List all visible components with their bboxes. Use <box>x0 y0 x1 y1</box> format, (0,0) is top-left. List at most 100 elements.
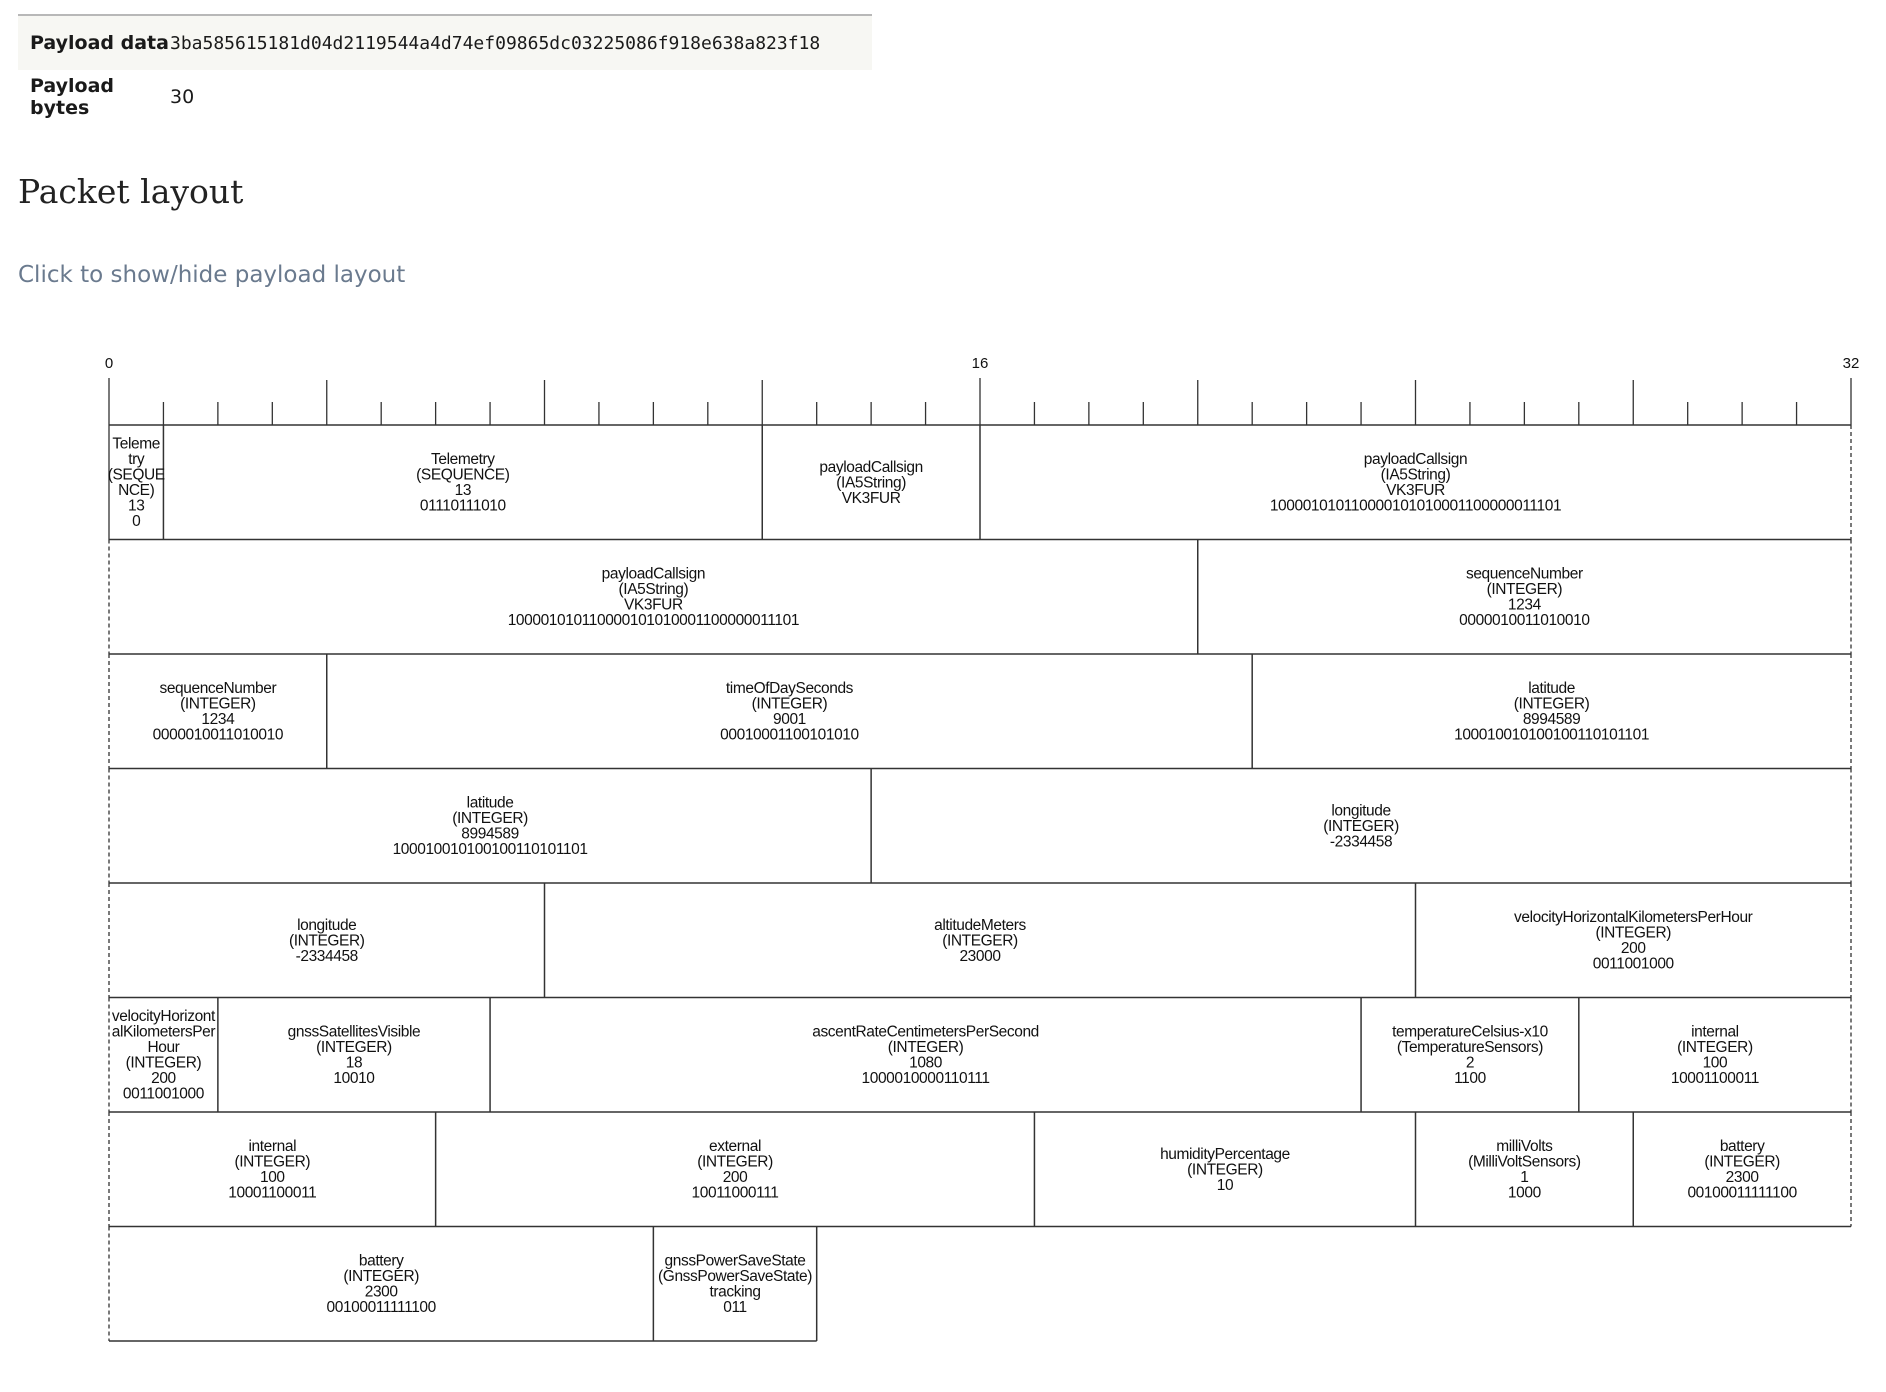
toggle-payload-layout-link[interactable]: Click to show/hide payload layout <box>18 262 406 288</box>
payload-data-row: Payload data 3ba585615181d04d2119544a4d7… <box>18 16 872 70</box>
field-label-line: (IA5String) <box>619 581 689 598</box>
field-label-line: gnssSatellitesVisible <box>288 1024 421 1041</box>
field-label-line: 10010 <box>333 1070 375 1087</box>
field-label-line: (INTEGER) <box>235 1154 311 1171</box>
field-label-line: latitude <box>1528 680 1575 697</box>
field-label-line: 2300 <box>1726 1169 1760 1186</box>
field-label-line: (INTEGER) <box>289 932 365 949</box>
field-label-line: (INTEGER) <box>1514 696 1590 713</box>
field-label-line: sequenceNumber <box>1466 566 1583 583</box>
field-label-line: 011 <box>723 1299 747 1316</box>
field-label-line: velocityHorizont <box>112 1008 216 1025</box>
field-label-line: latitude <box>467 795 514 812</box>
field-label-line: 0011001000 <box>123 1086 205 1103</box>
field-label-line: timeOfDaySeconds <box>726 680 854 697</box>
field-label-line: 100010010100100110101101 <box>393 841 588 858</box>
field-label-line: alKilometersPer <box>112 1024 216 1041</box>
field-label-line: 1234 <box>201 711 235 728</box>
field-label-line: milliVolts <box>1496 1138 1553 1155</box>
field-label-line: 01110111010 <box>420 498 507 515</box>
field-label-line: longitude <box>1331 802 1390 819</box>
field-label-line: try <box>128 451 145 468</box>
field-label-line: (INTEGER) <box>126 1055 202 1072</box>
field-label-line: (INTEGER) <box>316 1039 392 1056</box>
field-label-line: (INTEGER) <box>942 932 1018 949</box>
field-label-line: (GnssPowerSaveState) <box>658 1268 812 1285</box>
field-label-line: 8994589 <box>461 826 519 843</box>
field-label-line: velocityHorizontalKilometersPerHour <box>1514 909 1753 926</box>
field-label-line: 00010001100101010 <box>720 727 859 744</box>
field-label-line: 10011000111 <box>692 1185 779 1202</box>
field-label-line: tracking <box>709 1284 760 1301</box>
field-label-line: 1100 <box>1454 1070 1487 1087</box>
field-label-line: (INTEGER) <box>1595 925 1671 942</box>
field-label-line: 8994589 <box>1523 711 1581 728</box>
field-label-line: 0000010011010010 <box>153 727 284 744</box>
field-label-line: payloadCallsign <box>1364 451 1467 468</box>
field-label-line: 13 <box>455 482 471 499</box>
field-label-line: 200 <box>723 1169 748 1186</box>
field-label-line: NCE) <box>118 482 155 499</box>
field-label-line: (SEQUENCE) <box>416 467 510 484</box>
field-label-line: 0000010011010010 <box>1459 612 1590 629</box>
field-label-line: 1000 <box>1508 1185 1542 1202</box>
field-label-line: 200 <box>1621 940 1646 957</box>
payload-info-table: Payload data 3ba585615181d04d2119544a4d7… <box>18 14 872 124</box>
field-label-line: VK3FUR <box>624 597 683 614</box>
field-label-line: 00100011111100 <box>327 1299 437 1316</box>
payload-data-label: Payload data <box>30 32 169 54</box>
field-label-line: 0011001000 <box>1593 956 1675 973</box>
field-label-line: gnssPowerSaveState <box>665 1253 806 1270</box>
field-label-line: (INTEGER) <box>697 1154 773 1171</box>
field-label-line: 1234 <box>1508 597 1542 614</box>
field-label-line: (IA5String) <box>836 474 906 491</box>
field-label-line: battery <box>1720 1138 1765 1155</box>
payload-data-value: 3ba585615181d04d2119544a4d74ef09865dc032… <box>170 32 821 54</box>
field-label-line: VK3FUR <box>842 490 901 507</box>
field-label-line: (INTEGER) <box>180 696 256 713</box>
field-label-line: 100010010100100110101101 <box>1454 727 1649 744</box>
field-label-line: 100001010110000101010001100000011101 <box>508 612 799 629</box>
payload-bytes-row: Payload bytes 30 <box>18 70 872 124</box>
field-label-line: altitudeMeters <box>934 917 1026 934</box>
field-label-line: (SEQUE <box>108 467 165 484</box>
field-label-line: ascentRateCentimetersPerSecond <box>812 1024 1039 1041</box>
field-label-line: (INTEGER) <box>752 696 828 713</box>
field-label-line: 13 <box>128 498 144 515</box>
field-label-line: (INTEGER) <box>888 1039 964 1056</box>
ruler-label: 16 <box>972 355 989 372</box>
field-label-line: 2300 <box>365 1284 399 1301</box>
ruler-label: 32 <box>1843 355 1860 372</box>
field-label-line: VK3FUR <box>1386 482 1445 499</box>
field-label-line: battery <box>359 1253 404 1270</box>
field-label-line: 1 <box>1520 1169 1528 1186</box>
field-label-line: 9001 <box>773 711 806 728</box>
field-label-line: -2334458 <box>296 948 358 965</box>
field-label-line: Teleme <box>112 436 160 453</box>
field-label-line: 2 <box>1466 1055 1474 1072</box>
field-label-line: (IA5String) <box>1381 467 1451 484</box>
field-label-line: (INTEGER) <box>1487 581 1563 598</box>
field-label-line: (TemperatureSensors) <box>1397 1039 1543 1056</box>
field-label-line: internal <box>1691 1024 1739 1041</box>
field-label-line: 100 <box>260 1169 285 1186</box>
field-label-line: payloadCallsign <box>602 566 705 583</box>
field-label-line: (INTEGER) <box>1323 818 1399 835</box>
field-label-line: (INTEGER) <box>1187 1161 1263 1178</box>
field-label-line: payloadCallsign <box>819 459 922 476</box>
ruler-label: 0 <box>105 355 113 372</box>
field-label-line: humidityPercentage <box>1160 1146 1290 1163</box>
field-label-line: 200 <box>151 1070 176 1087</box>
field-label-line: -2334458 <box>1330 833 1392 850</box>
field-label-line: 10 <box>1217 1177 1234 1194</box>
field-label-line: 100001010110000101010001100000011101 <box>1270 498 1561 515</box>
field-label-line: Hour <box>147 1039 179 1056</box>
field-label-line: temperatureCelsius-x10 <box>1392 1024 1549 1041</box>
field-label-line: (MilliVoltSensors) <box>1468 1154 1581 1171</box>
field-label-line: Telemetry <box>431 451 495 468</box>
field-label-line: (INTEGER) <box>1704 1154 1780 1171</box>
field-label-line: 10001100011 <box>1671 1070 1759 1087</box>
payload-bytes-value: 30 <box>170 86 195 108</box>
